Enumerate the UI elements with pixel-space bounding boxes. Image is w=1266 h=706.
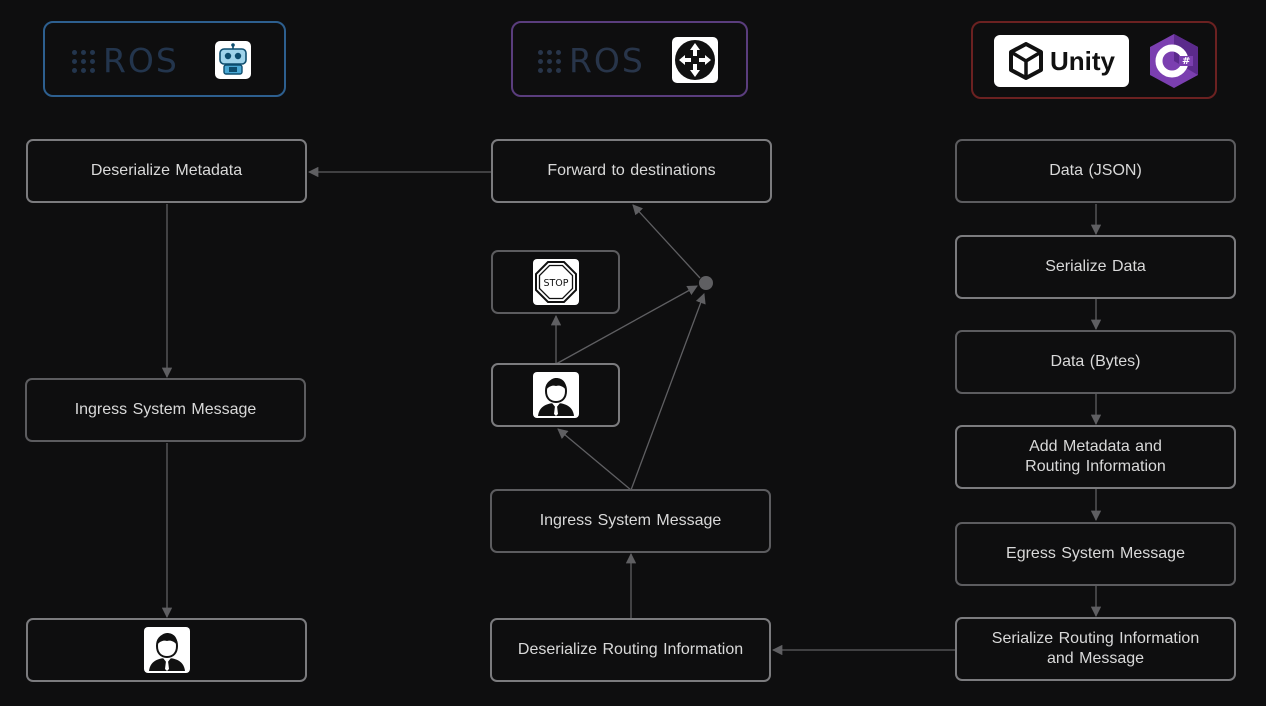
ros-logo-text: ROS	[103, 41, 179, 80]
robot-icon	[215, 41, 251, 79]
node-label: Deserialize Routing Information	[517, 641, 744, 658]
unity-logo-text: Unity	[1050, 45, 1115, 76]
ros-header-middle: ROS	[511, 21, 748, 97]
router-icon	[672, 37, 718, 83]
user-node-left	[26, 618, 307, 682]
forward-to-destinations-node: Forward to destinations	[491, 139, 772, 203]
stop-node: STOP	[491, 250, 620, 314]
stop-sign-text: STOP	[543, 278, 568, 289]
stop-sign-icon: STOP	[532, 259, 579, 305]
ros-logo: ROS	[72, 41, 179, 80]
data-json-node: Data (JSON)	[955, 139, 1236, 203]
node-label: Ingress System Message	[539, 512, 722, 529]
unity-logo: Unity	[994, 35, 1129, 87]
node-label: Egress System Message	[1006, 545, 1185, 562]
ros-dots-icon	[538, 49, 561, 73]
csharp-icon: #	[1146, 32, 1202, 90]
node-label: Data (Bytes)	[1050, 353, 1141, 370]
node-label-line1: Serialize Routing Information	[991, 630, 1200, 647]
unity-cube-icon	[1009, 42, 1043, 80]
user-node-middle	[491, 363, 620, 427]
data-bytes-node: Data (Bytes)	[955, 330, 1236, 394]
node-label: Forward to destinations	[547, 162, 716, 179]
add-metadata-routing-node: Add Metadata and Routing Information	[955, 425, 1236, 489]
deserialize-metadata-node: Deserialize Metadata	[26, 139, 307, 203]
unity-header: Unity #	[971, 21, 1217, 99]
deserialize-routing-information-node: Deserialize Routing Information	[490, 618, 771, 682]
edge-ingress-to-user-middle	[557, 428, 632, 491]
edge-junction-to-forward	[632, 204, 701, 279]
user-icon	[143, 627, 190, 673]
edge-ingress-to-junction	[630, 293, 706, 491]
ros-logo-text: ROS	[569, 41, 645, 80]
serialize-data-node: Serialize Data	[955, 235, 1236, 299]
ingress-system-message-node-middle: Ingress System Message	[490, 489, 771, 553]
node-label: Serialize Data	[1045, 258, 1146, 275]
node-label: Ingress System Message	[74, 401, 257, 418]
node-label: Data (JSON)	[1049, 162, 1142, 179]
node-label-line2: Routing Information	[1025, 458, 1166, 475]
ros-header-left: ROS	[43, 21, 286, 97]
node-label-line1: Add Metadata and	[1029, 438, 1162, 455]
node-label: Deserialize Metadata	[90, 162, 243, 179]
junction-point	[699, 276, 713, 290]
node-label-line2: and Message	[1046, 650, 1145, 667]
egress-system-message-node: Egress System Message	[955, 522, 1236, 586]
serialize-routing-information-node: Serialize Routing Information and Messag…	[955, 617, 1236, 681]
ros-dots-icon	[72, 49, 95, 73]
ros-logo: ROS	[538, 41, 645, 80]
user-icon	[532, 372, 579, 418]
svg-text:#: #	[1182, 56, 1190, 67]
ingress-system-message-node-left: Ingress System Message	[25, 378, 306, 442]
